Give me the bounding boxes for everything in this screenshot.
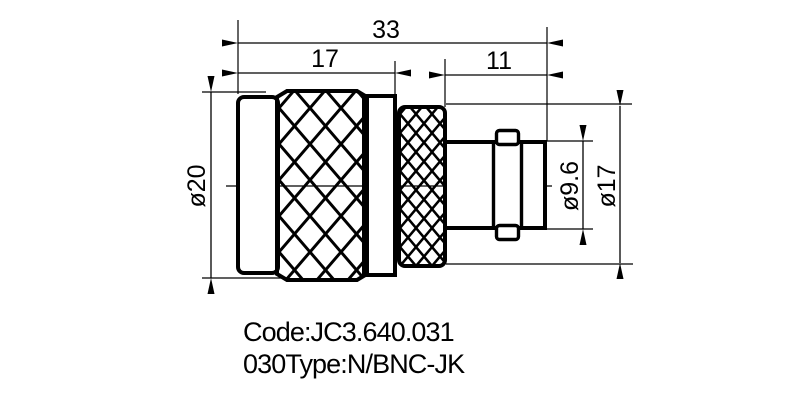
dimension-annotations: 33 17 11 ø20 ø9.6 ø17 <box>183 16 633 294</box>
bnc-bayonet-lug-top <box>494 128 521 147</box>
dim-label-bnc-socket-diameter: ø9.6 <box>556 161 584 211</box>
dim-label-bnc-side-length: 11 <box>486 47 512 75</box>
dim-total-length: 33 <box>222 16 563 47</box>
dim-n-body-length: 17 <box>222 45 411 77</box>
n-end-cap <box>236 95 280 275</box>
dim-n-body-diameter: ø20 <box>183 76 215 294</box>
part-type-text: 030Type:N/BNC-JK <box>243 349 465 379</box>
dim-bnc-socket-diameter: ø9.6 <box>556 125 587 245</box>
part-notes: Code:JC3.640.031 030Type:N/BNC-JK <box>243 317 466 379</box>
n-body-knurled-barrel <box>275 89 369 282</box>
dim-label-total-length: 33 <box>372 16 400 44</box>
bnc-bayonet-lug-bottom <box>494 223 521 242</box>
dim-coupling-ring-diameter: ø17 <box>593 90 624 279</box>
dim-label-n-body-length: 17 <box>311 45 339 73</box>
connector-body <box>226 89 552 282</box>
dim-bnc-side-length: 11 <box>429 47 563 79</box>
dim-label-n-body-diameter: ø20 <box>183 164 211 207</box>
dim-label-coupling-ring-diameter: ø17 <box>593 164 621 207</box>
coupling-ring-knurl <box>397 105 447 268</box>
part-code-text: Code:JC3.640.031 <box>243 317 454 347</box>
mid-plain-section <box>362 94 397 277</box>
